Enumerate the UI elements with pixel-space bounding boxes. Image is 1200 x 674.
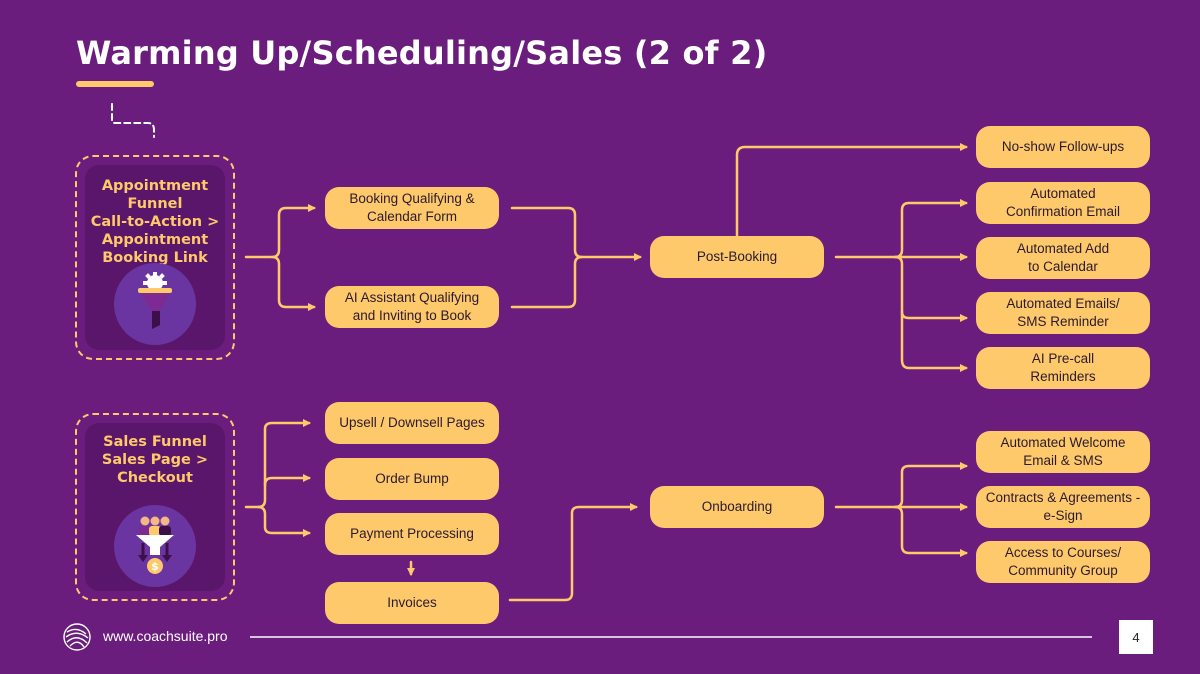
node-invoices: Invoices <box>325 582 499 624</box>
connector-invoices-to-onboarding <box>508 503 638 602</box>
node-ai-precall-label: AI Pre-call Reminders <box>1030 351 1096 384</box>
connector-booking-to-post <box>510 206 642 261</box>
node-order-bump-label: Order Bump <box>375 471 449 486</box>
footer-url[interactable]: www.coachsuite.pro <box>103 628 228 644</box>
node-post-booking: Post-Booking <box>650 236 824 278</box>
node-add-calendar: Automated Add to Calendar <box>976 237 1150 279</box>
node-booking-form-label: Booking Qualifying & Calendar Form <box>349 191 475 224</box>
node-ai-assistant: AI Assistant Qualifying and Inviting to … <box>325 286 499 328</box>
node-payment-label: Payment Processing <box>350 526 474 541</box>
node-welcome: Automated Welcome Email & SMS <box>976 431 1150 473</box>
node-order-bump: Order Bump <box>325 458 499 500</box>
page-title: Warming Up/Scheduling/Sales (2 of 2) <box>76 34 768 72</box>
connector-appointment-to-booking <box>244 204 316 259</box>
sales-funnel-icon: $ <box>114 505 196 587</box>
connector-ai-to-post <box>510 255 584 309</box>
node-upsell-label: Upsell / Downsell Pages <box>339 415 485 430</box>
footer-divider <box>250 636 1092 638</box>
node-payment: Payment Processing <box>325 513 499 555</box>
node-no-show-label: No-show Follow-ups <box>1001 139 1125 154</box>
connector-post-to-noshow <box>735 143 968 238</box>
node-courses-label: Access to Courses/ Community Group <box>1004 545 1122 578</box>
node-contracts: Contracts & Agreements - e-Sign <box>976 486 1150 528</box>
node-ai-precall: AI Pre-call Reminders <box>976 347 1150 389</box>
entry-arrow <box>111 103 155 138</box>
node-welcome-label: Automated Welcome Email & SMS <box>1000 435 1126 468</box>
connector-appointment-to-ai <box>270 255 316 311</box>
coachsuite-logo-icon <box>62 622 92 657</box>
node-courses: Access to Courses/ Community Group <box>976 541 1150 583</box>
title-underline <box>76 81 154 87</box>
node-contracts-label: Contracts & Agreements - e-Sign <box>985 490 1141 523</box>
node-confirmation-email-label: Automated Confirmation Email <box>1005 186 1121 219</box>
node-onboarding: Onboarding <box>650 486 824 528</box>
sales-funnel-box: Sales Funnel Sales Page > Checkout $ <box>75 413 235 601</box>
node-post-booking-label: Post-Booking <box>696 249 778 264</box>
node-booking-form: Booking Qualifying & Calendar Form <box>325 187 499 229</box>
node-emails-sms: Automated Emails/ SMS Reminder <box>976 292 1150 334</box>
appointment-funnel-box: Appointment Funnel Call-to-Action > Appo… <box>75 155 235 360</box>
node-onboarding-label: Onboarding <box>701 499 773 514</box>
page-number: 4 <box>1119 620 1153 654</box>
node-no-show: No-show Follow-ups <box>976 126 1150 168</box>
funnel-gear-icon <box>114 263 196 345</box>
sales-funnel-label: Sales Funnel Sales Page > Checkout <box>101 434 209 486</box>
node-invoices-label: Invoices <box>387 595 437 610</box>
node-emails-sms-label: Automated Emails/ SMS Reminder <box>1006 296 1120 329</box>
svg-text:$: $ <box>151 560 159 573</box>
node-confirmation-email: Automated Confirmation Email <box>976 182 1150 224</box>
node-ai-assistant-label: AI Assistant Qualifying and Inviting to … <box>344 290 480 323</box>
appointment-funnel-label: Appointment Funnel Call-to-Action > Appo… <box>90 178 220 266</box>
node-add-calendar-label: Automated Add to Calendar <box>1016 241 1110 274</box>
connector-sales-fork <box>244 419 311 509</box>
node-upsell: Upsell / Downsell Pages <box>325 402 499 444</box>
